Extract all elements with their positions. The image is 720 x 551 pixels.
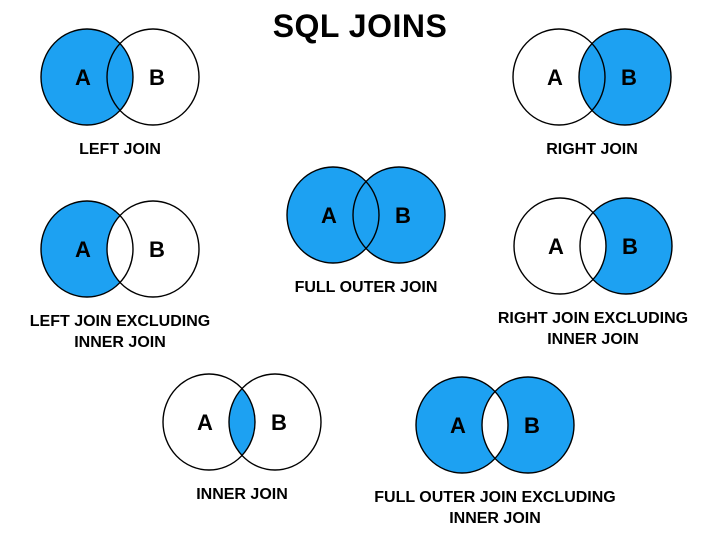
venn-diagram-graphic: A B	[415, 376, 575, 474]
circle-a-region	[163, 374, 255, 470]
circle-a-region	[416, 377, 508, 473]
circle-b-outline	[106, 28, 200, 126]
venn-right-join-excluding-inner-join: A B RIGHT JOIN EXCLUDING INNER JOIN	[473, 196, 713, 351]
circle-a-outline	[162, 373, 256, 471]
join-label: LEFT JOIN EXCLUDING INNER JOIN	[29, 313, 211, 351]
circle-a-region	[287, 167, 379, 263]
venn-diagram-graphic: A B	[40, 28, 200, 126]
venn-left-join-excluding-inner-join: A B LEFT JOIN EXCLUDING INNER JOIN	[0, 199, 240, 354]
join-label: FULL OUTER JOIN EXCLUDING INNER JOIN	[374, 489, 616, 527]
venn-diagram-graphic: A B	[512, 28, 672, 126]
circle-b-region	[229, 374, 321, 470]
circle-b-outline	[481, 376, 575, 474]
set-a-label: A	[75, 65, 91, 90]
venn-inner-join: A B INNER JOIN	[122, 372, 362, 506]
join-label: RIGHT JOIN EXCLUDING INNER JOIN	[497, 310, 689, 348]
set-b-label: B	[622, 234, 638, 259]
circle-a-outline	[513, 197, 607, 295]
venn-diagram-graphic: A B	[513, 197, 673, 295]
set-a-label: A	[450, 413, 466, 438]
venn-full-outer-join: A B FULL OUTER JOIN	[246, 165, 486, 299]
set-b-label: B	[395, 203, 411, 228]
circle-b-region	[579, 29, 671, 125]
set-a-label: A	[75, 237, 91, 262]
set-b-label: B	[621, 65, 637, 90]
circle-b-region	[482, 377, 574, 473]
venn-diagram-graphic: A B	[286, 166, 446, 264]
circle-a-outline	[40, 28, 134, 126]
set-b-label: B	[524, 413, 540, 438]
circle-a-outline	[40, 200, 134, 298]
circle-b-outline	[579, 197, 673, 295]
circle-b-region	[107, 29, 199, 125]
circle-b-region	[580, 198, 672, 294]
circle-a-region	[41, 29, 133, 125]
join-label: INNER JOIN	[196, 486, 288, 503]
venn-full-outer-join-excluding-inner-join: A B FULL OUTER JOIN EXCLUDING INNER JOIN	[374, 375, 616, 530]
circle-a-outline	[512, 28, 606, 126]
circle-b-outline	[106, 200, 200, 298]
circle-a-region	[41, 201, 133, 297]
circle-b-outline	[578, 28, 672, 126]
join-label: FULL OUTER JOIN	[294, 279, 438, 296]
venn-left-join: A B LEFT JOIN	[0, 27, 240, 161]
set-b-label: B	[149, 65, 165, 90]
set-a-label: A	[547, 65, 563, 90]
circle-a-region	[513, 29, 605, 125]
set-a-label: A	[321, 203, 337, 228]
venn-diagram-graphic: A B	[162, 373, 322, 471]
circle-a-outline	[286, 166, 380, 264]
circle-a-outline	[415, 376, 509, 474]
venn-right-join: A B RIGHT JOIN	[472, 27, 712, 161]
join-label: LEFT JOIN	[79, 141, 161, 158]
set-b-label: B	[149, 237, 165, 262]
circle-b-region	[353, 167, 445, 263]
circle-b-outline	[352, 166, 446, 264]
set-b-label: B	[271, 410, 287, 435]
page-title: SQL JOINS	[272, 8, 448, 44]
set-a-label: A	[197, 410, 213, 435]
venn-diagram-graphic: A B	[40, 200, 200, 298]
set-a-label: A	[548, 234, 564, 259]
circle-b-outline	[228, 373, 322, 471]
circle-b-region	[107, 201, 199, 297]
join-label: RIGHT JOIN	[546, 141, 638, 158]
circle-a-region	[514, 198, 606, 294]
